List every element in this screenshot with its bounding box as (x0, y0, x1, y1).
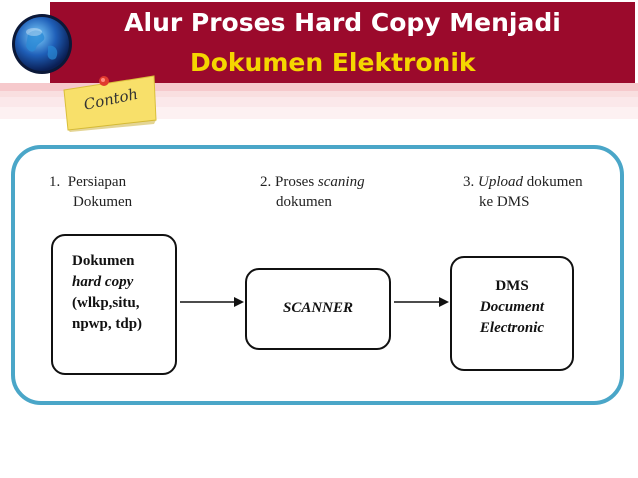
header-stripe (0, 107, 638, 119)
step-1-label: 1. Persiapan Dokumen (49, 174, 133, 210)
sticky-note-icon (63, 75, 157, 132)
step-3-label: 3. Upload dokumen ke DMS (463, 174, 583, 210)
hard-copy-box-text: Dokumen hard copy (wlkp,situ, npwp, tdp) (72, 253, 143, 332)
title-bar: Alur Proses Hard Copy Menjadi Dokumen El… (50, 2, 635, 83)
header-stripe (0, 97, 638, 107)
header-stripe (0, 91, 638, 97)
scanner-box-text: SCANNER (282, 300, 354, 316)
dms-box (450, 256, 574, 371)
step-2-label: 2. Proses scaning dokumen (260, 174, 365, 210)
page-title: Alur Proses Hard Copy Menjadi (124, 8, 561, 37)
hard-copy-box (51, 234, 177, 375)
scanner-box (245, 268, 391, 350)
page-subtitle: Dokumen Elektronik (190, 48, 476, 77)
globe-icon (12, 14, 72, 74)
dms-box-text: DMS Document Electronic (479, 278, 545, 336)
header-stripe (0, 83, 638, 91)
